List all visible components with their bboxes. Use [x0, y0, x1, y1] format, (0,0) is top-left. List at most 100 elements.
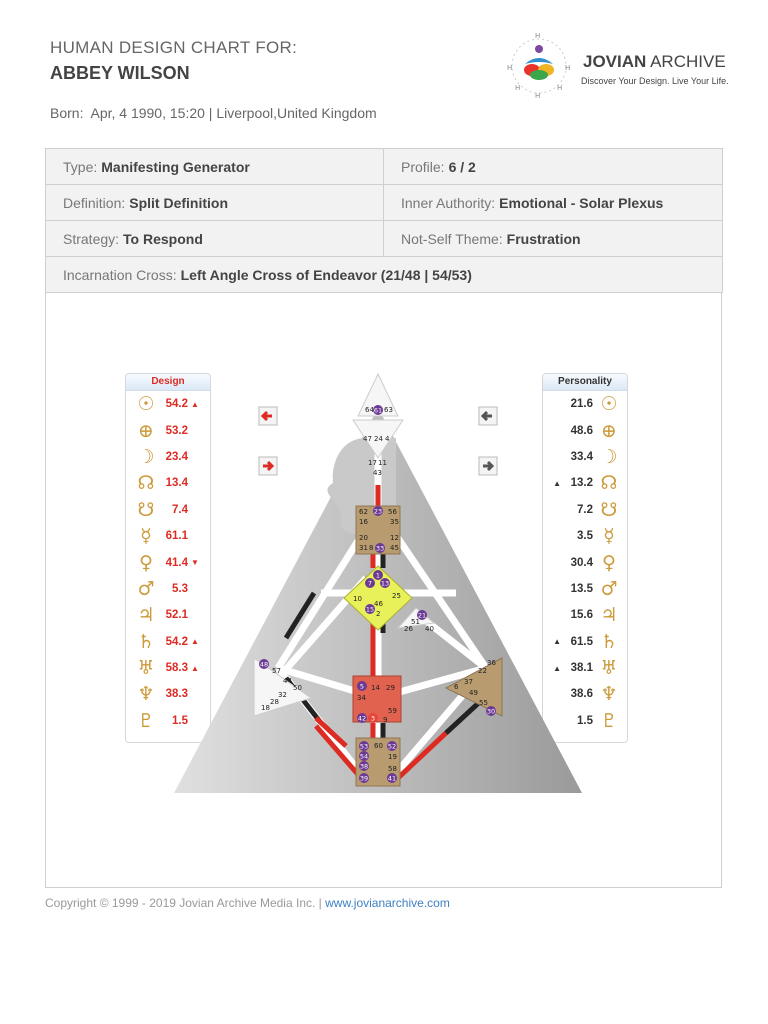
design-gate-line: 38.3 — [165, 688, 188, 701]
design-activation-row: ☉54.2▲ — [126, 391, 210, 417]
gate-12: 12 — [390, 534, 399, 542]
design-activation-row: ♇1.5 — [126, 708, 210, 734]
jupiter-icon: ♃ — [137, 604, 155, 627]
design-activation-row: ♄54.2▲ — [126, 629, 210, 655]
gate-42: 42 — [358, 715, 366, 723]
gate-59: 59 — [388, 707, 397, 715]
north-node-icon: ☊ — [600, 472, 618, 495]
incarnation-cross-value: Left Angle Cross of Endeavor (21/48 | 54… — [180, 266, 472, 283]
gate-33: 33 — [376, 545, 384, 553]
personality-activation-row: 15.6♃ — [543, 602, 627, 628]
authority-value: Emotional - Solar Plexus — [499, 194, 664, 211]
personality-activation-row: 7.2☋ — [543, 497, 627, 523]
gate-39: 58 — [388, 765, 397, 773]
pluto-icon: ♇ — [137, 709, 155, 732]
personality-gate-line: 61.5 — [570, 635, 593, 648]
personality-activation-row: 3.5☿ — [543, 523, 627, 549]
gate-51: 51 — [411, 618, 420, 626]
gate-16: 16 — [359, 518, 368, 526]
svg-text:H: H — [557, 84, 562, 92]
gate-25: 25 — [392, 592, 401, 600]
design-bottom-arrow-icon — [258, 456, 278, 476]
personality-fixing-marker: ▲ — [553, 478, 561, 488]
gate-54: 54 — [360, 753, 368, 761]
gate-13: 13 — [381, 580, 389, 588]
design-fixing-marker: ▲ — [191, 663, 199, 673]
gate-5: 5 — [360, 683, 364, 691]
gate-49: 49 — [469, 689, 478, 697]
definition-cell: Definition:Split Definition — [45, 184, 384, 221]
personality-gate-line: 15.6 — [570, 609, 593, 622]
gate-62: 62 — [359, 508, 368, 516]
gate-56: 56 — [388, 508, 397, 516]
solar-plexus-center — [444, 657, 503, 717]
gate-23: 23 — [374, 508, 382, 516]
personality-activation-row: 13.5♂ — [543, 576, 627, 602]
gate-24: 24 — [374, 435, 383, 443]
gate-8: 8 — [369, 544, 373, 552]
mercury-icon: ☿ — [140, 525, 152, 548]
svg-text:H: H — [507, 64, 512, 72]
svg-text:H: H — [535, 92, 540, 100]
personality-gate-line: 38.1 — [570, 662, 593, 675]
gate-4: 4 — [385, 435, 390, 443]
design-gate-line: 23.4 — [165, 450, 188, 463]
gate-10: 10 — [353, 595, 362, 603]
pluto-icon: ♇ — [600, 709, 618, 732]
gate-63: 63 — [384, 406, 393, 414]
gate-52: 52 — [388, 743, 396, 751]
personality-fixing-marker: ▲ — [553, 663, 561, 673]
venus-icon: ♀ — [602, 551, 616, 574]
head-center — [357, 372, 399, 417]
gate-31: 31 — [359, 544, 368, 552]
saturn-icon: ♄ — [137, 630, 155, 653]
gate-29: 29 — [386, 684, 395, 692]
g-center — [343, 565, 413, 631]
uranus-icon: ♅ — [137, 657, 155, 680]
design-gate-line: 58.3 — [165, 662, 188, 675]
authority-cell: Inner Authority:Emotional - Solar Plexus — [383, 184, 723, 221]
design-activation-row: ⊕53.2 — [126, 417, 210, 443]
svg-text:H: H — [535, 32, 540, 40]
gate-37: 37 — [464, 678, 473, 686]
design-activation-row: ☽ 23.4 — [126, 444, 210, 470]
gate-28: 28 — [270, 698, 279, 706]
personality-activation-row: 48.6⊕ — [543, 417, 627, 443]
gate-1: 1 — [376, 572, 380, 580]
gate-17: 17 — [368, 459, 377, 467]
activated-gate-markers: 61 23 33 1 7 13 15 21 48 5 42 3 30 53 52… — [259, 405, 496, 783]
saturn-icon: ♄ — [600, 630, 618, 653]
bodygraph: 64 63 47 24 4 17 11 43 62 56 16 35 20 12… — [174, 372, 582, 793]
logo-emblem-icon: H H H H H H — [507, 32, 570, 100]
design-gate-line: 54.2 — [165, 398, 188, 411]
gate-44: 44 — [283, 677, 292, 685]
gate-58: 39 — [360, 775, 368, 783]
personality-activation-row: 21.6☉ — [543, 391, 627, 417]
design-gate-line: 13.4 — [165, 477, 188, 490]
mercury-icon: ☿ — [603, 525, 615, 548]
personality-column-title: Personality — [543, 374, 627, 391]
notself-value: Frustration — [506, 230, 581, 247]
logo-wordmark: JOVIAN ARCHIVE — [583, 52, 726, 71]
earth-icon: ⊕ — [138, 419, 154, 442]
gate-38: 38 — [360, 763, 368, 771]
strategy-cell: Strategy:To Respond — [45, 220, 384, 257]
gate-36: 36 — [487, 659, 496, 667]
strategy-value: To Respond — [123, 230, 203, 247]
gate-30: 30 — [487, 708, 495, 716]
footer: Copyright © 1999 - 2019 Jovian Archive M… — [45, 896, 450, 910]
personality-column: Personality 21.6☉48.6⊕33.4☽▲13.2☊7.2☋3.5… — [542, 373, 628, 743]
notself-cell: Not-Self Theme:Frustration — [383, 220, 723, 257]
personality-gate-line: 33.4 — [570, 450, 593, 463]
personality-gate-line: 13.2 — [570, 477, 593, 490]
gate-7: 7 — [368, 580, 372, 588]
personality-bottom-arrow-icon — [478, 456, 498, 476]
design-activation-row: ☋7.4 — [126, 497, 210, 523]
moon-icon: ☽ — [137, 445, 155, 468]
gate-14: 14 — [371, 684, 380, 692]
design-activation-row: ♀41.4▼ — [126, 549, 210, 575]
personality-gate-line: 38.6 — [570, 688, 593, 701]
jovian-archive-link[interactable]: www.jovianarchive.com — [325, 896, 450, 910]
personality-gate-line: 7.2 — [577, 503, 593, 516]
venus-icon: ♀ — [139, 551, 153, 574]
